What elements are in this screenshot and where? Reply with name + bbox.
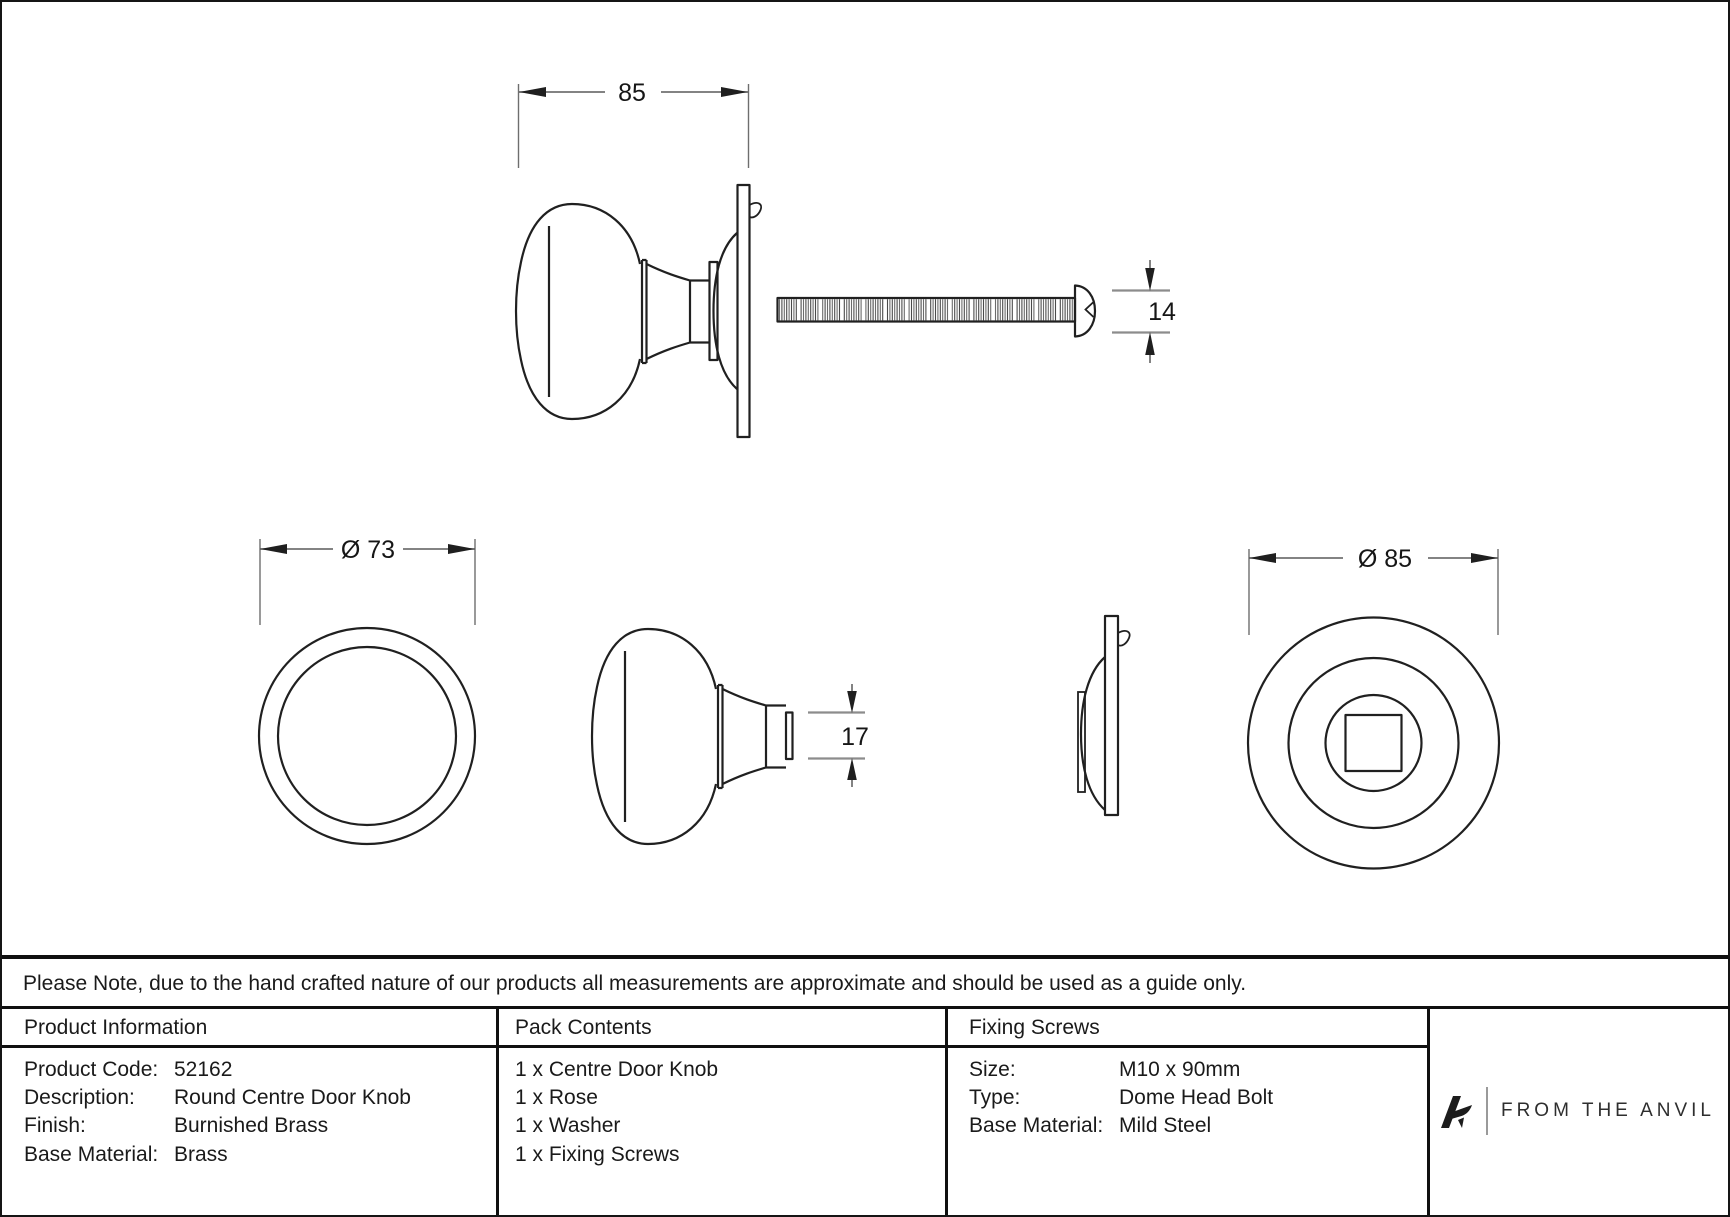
bolt-dome-head — [1073, 284, 1097, 338]
knob-rose-side-view — [514, 183, 762, 439]
screw-type-value: Dome Head Bolt — [1119, 1086, 1274, 1109]
spindle-square-hole — [1344, 713, 1403, 773]
divider-note-bottom — [2, 1006, 1728, 1009]
knob-stem-cap — [784, 711, 794, 761]
rose-hub-side — [1079, 656, 1106, 811]
screw-base-material-value: Mild Steel — [1119, 1114, 1212, 1137]
table-divider-2 — [945, 1006, 948, 1215]
rose-plate-side — [1103, 614, 1120, 817]
table-divider-1 — [496, 1006, 499, 1215]
rose-hub-curve — [712, 232, 738, 390]
pack-item-3: 1 x Washer — [515, 1114, 621, 1137]
product-code-label: Product Code: — [24, 1058, 159, 1081]
bolt-head-slot — [1084, 301, 1095, 318]
screw-size-value: M10 x 90mm — [1119, 1058, 1241, 1081]
header-product-information: Product Information — [24, 1016, 208, 1039]
description-value: Round Centre Door Knob — [174, 1086, 411, 1109]
header-fixing-screws: Fixing Screws — [969, 1016, 1100, 1039]
rose-side-view — [1077, 614, 1131, 817]
dimension-bolt-head: 14 — [1112, 260, 1176, 363]
brand-name: FROM THE ANVIL — [1500, 1100, 1715, 1121]
dim-label-17: 17 — [841, 723, 869, 751]
dim-label-85-rose: Ø 85 — [1358, 545, 1412, 573]
brand-cell: FROM THE ANVIL — [1430, 1009, 1724, 1213]
pack-item-4: 1 x Fixing Screws — [515, 1143, 680, 1166]
dimension-rose-diameter: Ø 85 — [1248, 545, 1499, 635]
dim-label-85: 85 — [618, 79, 646, 107]
base-material-label: Base Material: — [24, 1143, 159, 1166]
knob-front-view — [257, 626, 477, 846]
technical-drawing: 85 14 Ø 73 — [257, 79, 1501, 870]
dimension-overall-width: 85 — [517, 79, 750, 168]
divider-header-bottom — [2, 1045, 1427, 1048]
dimension-neck: 17 — [808, 684, 869, 787]
divider-drawing-bottom — [2, 955, 1728, 959]
logo-divider — [1485, 1087, 1488, 1135]
screw-size-label: Size: — [969, 1058, 1016, 1081]
bolt-thread-hatch — [778, 299, 1073, 321]
screw-type-label: Type: — [969, 1086, 1021, 1109]
table-divider-3 — [1427, 1006, 1430, 1215]
rose-washer-side — [1077, 691, 1086, 793]
knob-side-view — [590, 627, 794, 846]
dim-label-73: Ø 73 — [341, 536, 395, 564]
pack-item-1: 1 x Centre Door Knob — [515, 1058, 719, 1081]
product-code-value: 52162 — [174, 1058, 233, 1081]
rose-front-view — [1246, 616, 1501, 870]
fixing-bolt — [776, 284, 1097, 338]
dimension-knob-diameter: Ø 73 — [259, 536, 476, 625]
finish-label: Finish: — [24, 1114, 86, 1137]
header-pack-contents: Pack Contents — [515, 1016, 652, 1039]
base-material-value: Brass — [174, 1143, 228, 1166]
knob-backplate-collar — [708, 260, 719, 362]
rose-plate — [736, 183, 751, 439]
measurement-note: Please Note, due to the hand crafted nat… — [23, 972, 1247, 995]
anvil-logo-icon — [1440, 1096, 1472, 1128]
finish-value: Burnished Brass — [174, 1114, 329, 1137]
rose-fixing-pin — [1117, 630, 1131, 647]
screw-base-material-label: Base Material: — [969, 1114, 1104, 1137]
description-label: Description: — [24, 1086, 135, 1109]
dim-label-14: 14 — [1148, 298, 1176, 326]
rose-fixing-pin — [749, 202, 762, 219]
pack-item-2: 1 x Rose — [515, 1086, 598, 1109]
